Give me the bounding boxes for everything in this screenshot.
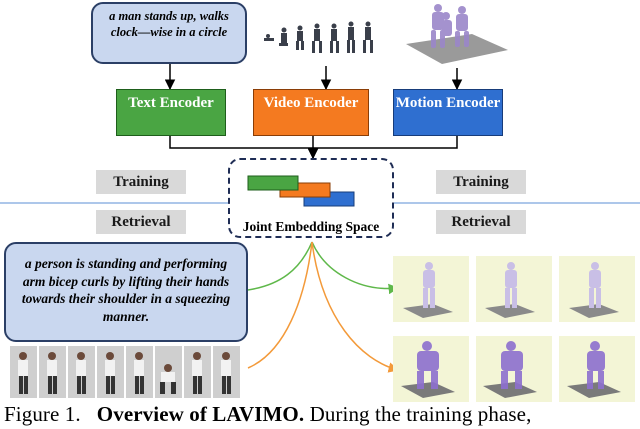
person-icon: [76, 352, 86, 394]
video-frame-figures: [10, 346, 242, 398]
body-icon: [403, 262, 453, 318]
person-icon: [47, 352, 57, 394]
motion-result-figures: [393, 256, 635, 402]
body-icon: [483, 341, 537, 398]
body-icon: [567, 341, 621, 398]
person-icon: [160, 364, 176, 394]
figure-caption: Figure 1. Overview of LAVIMO. During the…: [4, 402, 638, 427]
person-icon: [18, 352, 28, 394]
person-icon: [221, 352, 231, 394]
caption-bold: Overview of LAVIMO.: [97, 402, 304, 426]
person-icon: [134, 352, 144, 394]
body-icon: [401, 341, 455, 398]
body-icon: [569, 262, 619, 318]
caption-rest: During the training phase,: [310, 402, 532, 426]
caption-prefix: Figure 1.: [4, 402, 81, 426]
person-icon: [105, 352, 115, 394]
body-icon: [485, 262, 535, 318]
person-icon: [192, 352, 202, 394]
